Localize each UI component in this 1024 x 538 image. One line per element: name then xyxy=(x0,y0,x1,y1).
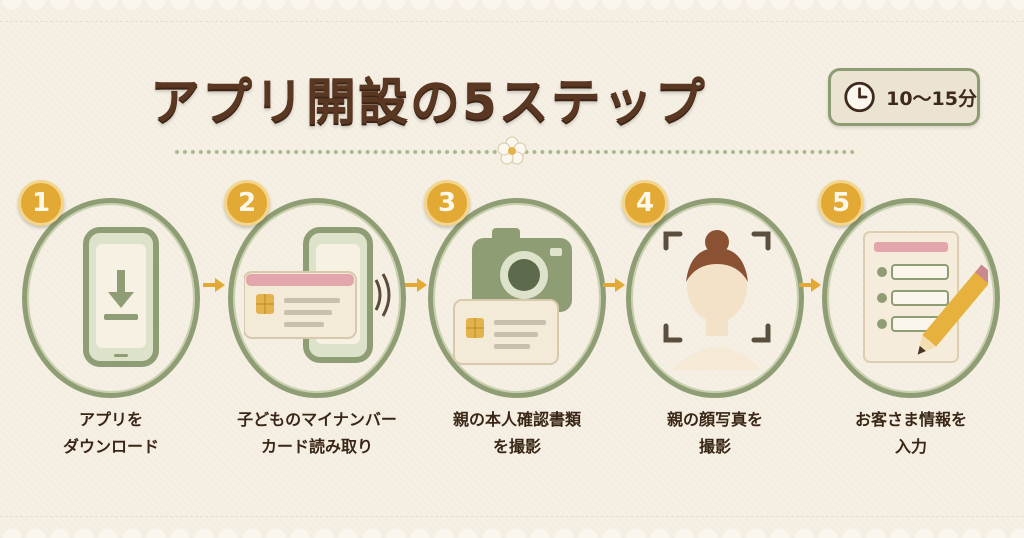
step-ring xyxy=(22,198,200,398)
step-label: 子どものマイナンバー カード読み取り xyxy=(237,410,397,456)
step-4: 4 親の顔写真を 撮影 xyxy=(622,180,808,480)
arrow-right-icon xyxy=(405,278,427,292)
camera-id-icon xyxy=(453,228,572,365)
phone-download-icon xyxy=(83,227,159,367)
step-number-badge: 3 xyxy=(424,180,470,226)
step-number-badge: 1 xyxy=(18,180,64,226)
step-1: 1 アプリを ダウンロード xyxy=(18,180,204,480)
step-label: アプリを ダウンロード xyxy=(62,410,159,456)
step-number-badge: 5 xyxy=(818,180,864,226)
step-3: 3 親の本人確認書類 を撮影 xyxy=(424,180,610,480)
arrow-right-icon xyxy=(799,278,821,292)
step-ring xyxy=(428,198,606,398)
flower-icon xyxy=(497,136,527,165)
arrow-right-icon xyxy=(203,278,225,292)
duration-badge: 10〜15分 xyxy=(828,68,980,126)
face-photo-icon xyxy=(663,230,771,370)
duration-text: 10〜15分 xyxy=(886,87,977,110)
step-label: 親の顔写真を 撮影 xyxy=(666,410,763,456)
step-5: 5 お客さま情報を 入力 xyxy=(818,180,1004,480)
step-number-badge: 2 xyxy=(224,180,270,226)
step-2: 2 子どものマイナンバー カード読み取り xyxy=(224,180,410,480)
step-ring xyxy=(822,198,1000,398)
step-number-badge: 4 xyxy=(622,180,668,226)
top-lace-border xyxy=(0,0,1024,22)
card-reader-icon xyxy=(244,227,391,363)
step-label: お客さま情報を 入力 xyxy=(854,410,967,456)
step-label: 親の本人確認書類 を撮影 xyxy=(452,410,581,456)
step-ring xyxy=(626,198,804,398)
form-pencil-icon xyxy=(863,231,988,363)
clock-icon xyxy=(844,81,875,113)
page-title: アプリ開設の5ステップ xyxy=(150,73,707,131)
step-ring xyxy=(228,198,406,398)
arrow-right-icon xyxy=(603,278,625,292)
bottom-lace-border xyxy=(0,516,1024,538)
